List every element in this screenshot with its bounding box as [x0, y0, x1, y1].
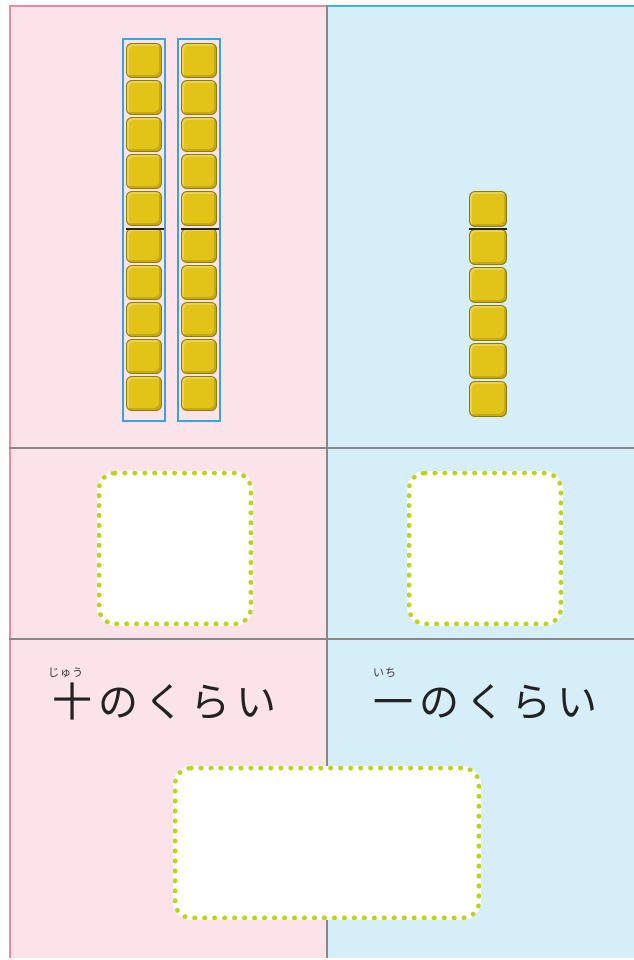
unit-cube: [181, 302, 217, 337]
unit-cube: [126, 228, 162, 263]
unit-cube: [469, 343, 507, 379]
ones-answer-box[interactable]: [407, 471, 563, 626]
ones-midline: [469, 228, 507, 230]
unit-cube: [469, 267, 507, 303]
row-divider-bottom: [9, 638, 634, 640]
unit-cube: [181, 339, 217, 374]
unit-cube: [469, 229, 507, 265]
ten-rod: [177, 38, 221, 422]
unit-cube: [181, 228, 217, 263]
ten-rod: [122, 38, 166, 422]
unit-cube: [126, 339, 162, 374]
unit-cube: [181, 265, 217, 300]
unit-cube: [181, 191, 217, 226]
unit-cube: [181, 117, 217, 152]
rod-midline: [126, 228, 164, 230]
tens-place-label: 十のくらい: [52, 683, 282, 723]
tens-answer-box[interactable]: [97, 471, 253, 626]
unit-cube: [126, 117, 162, 152]
unit-cube: [181, 154, 217, 189]
unit-cube: [126, 80, 162, 115]
rod-midline: [181, 228, 219, 230]
unit-cube: [126, 191, 162, 226]
unit-cube: [469, 381, 507, 417]
unit-cube: [181, 376, 217, 411]
tens-ruby: じゅう: [48, 664, 84, 680]
ones-cubes-stack: [469, 191, 507, 419]
unit-cube: [126, 265, 162, 300]
unit-cube: [126, 302, 162, 337]
unit-cube: [126, 376, 162, 411]
unit-cube: [126, 154, 162, 189]
row-divider-top: [9, 447, 634, 449]
unit-cube: [469, 305, 507, 341]
unit-cube: [126, 43, 162, 78]
unit-cube: [181, 80, 217, 115]
ones-place-label: 一のくらい: [373, 683, 603, 723]
unit-cube: [181, 43, 217, 78]
total-answer-box[interactable]: [173, 766, 481, 920]
ones-ruby: いち: [373, 664, 397, 680]
unit-cube: [469, 191, 507, 227]
